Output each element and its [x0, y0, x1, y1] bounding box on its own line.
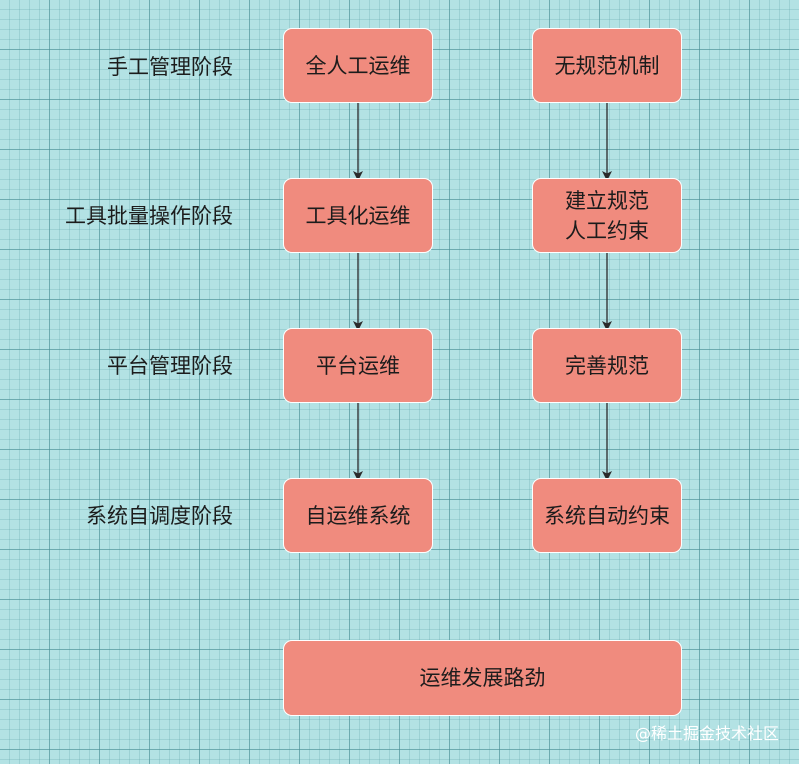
watermark: @稀土掘金技术社区: [634, 724, 779, 743]
node-tool-ops: 工具化运维: [283, 178, 433, 253]
node-platform-ops: 平台运维: [283, 328, 433, 403]
node-label: 自运维系统: [305, 503, 411, 528]
node-label: 完善规范: [565, 353, 649, 378]
node-label: 系统自动约束: [544, 503, 670, 528]
node-system-auto-constraint: 系统自动约束: [532, 478, 682, 553]
node-label: 无规范机制: [554, 53, 660, 78]
node-full-manual-ops: 全人工运维: [283, 28, 433, 103]
stage-label-manual: 手工管理阶段: [107, 55, 233, 79]
summary-box: 运维发展路劲: [283, 640, 682, 716]
stage-label-platform: 平台管理阶段: [107, 354, 233, 378]
node-label: 建立规范 人工约束: [565, 188, 649, 243]
node-build-norms: 建立规范 人工约束: [532, 178, 682, 253]
node-label: 全人工运维: [305, 53, 411, 78]
node-no-norms: 无规范机制: [532, 28, 682, 103]
node-improve-norms: 完善规范: [532, 328, 682, 403]
node-label: 平台运维: [316, 353, 400, 378]
stage-label-self-scheduling: 系统自调度阶段: [86, 504, 233, 528]
node-self-ops-system: 自运维系统: [283, 478, 433, 553]
stage-label-tool-batch: 工具批量操作阶段: [65, 204, 233, 228]
node-label: 工具化运维: [305, 203, 411, 228]
summary-label: 运维发展路劲: [419, 666, 546, 690]
